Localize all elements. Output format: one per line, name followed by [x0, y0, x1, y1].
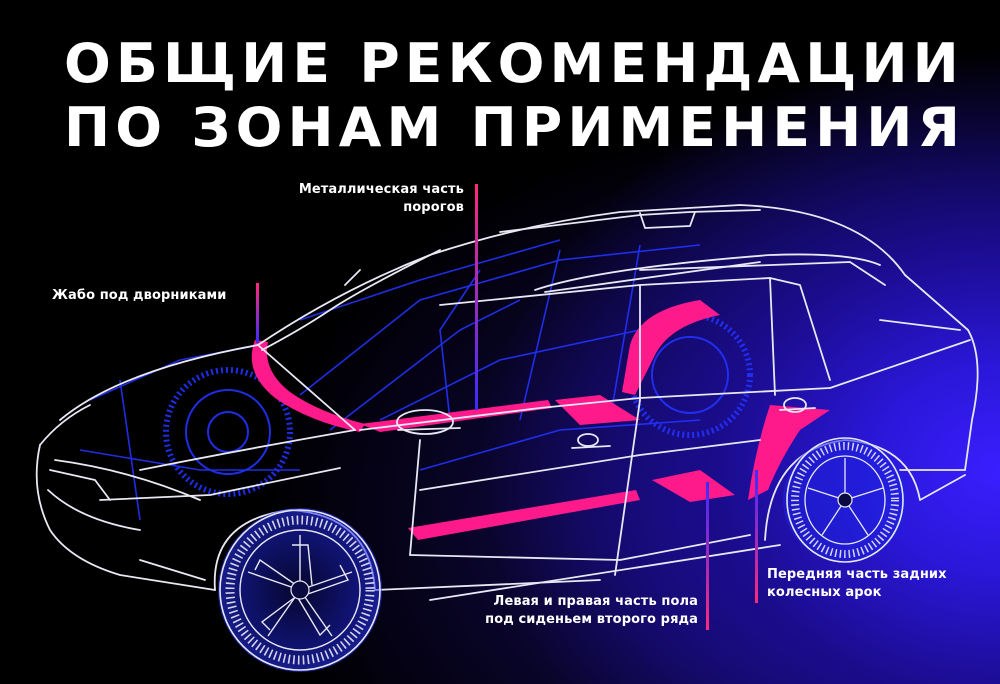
application-zones — [251, 300, 830, 540]
label-floor-second-row: Левая и правая часть пола под сиденьем в… — [485, 594, 698, 627]
rear-wheel — [783, 437, 907, 563]
leader-arches — [755, 470, 758, 603]
leader-sills — [475, 184, 478, 410]
page-title: ОБЩИЕ РЕКОМЕНДАЦИИ ПО ЗОНАМ ПРИМЕНЕНИЯ — [64, 32, 965, 160]
zone-arch-upper — [622, 300, 720, 395]
leader-jabot — [256, 283, 259, 343]
label-rear-wheel-arches: Передняя часть задних колесных арок — [767, 567, 947, 600]
zone-sill — [408, 490, 640, 540]
zone-floor-1 — [555, 395, 640, 425]
body-outline — [35, 204, 979, 601]
label-jabot: Жабо под дворниками — [52, 288, 227, 303]
leader-floor — [706, 482, 709, 630]
label-metal-sills: Металлическая часть порогов — [298, 182, 464, 215]
inner-structure — [79, 239, 753, 521]
zone-arch-lower — [748, 405, 830, 500]
front-wheel — [218, 508, 382, 672]
title-line-2: ПО ЗОНАМ ПРИМЕНЕНИЯ — [64, 96, 965, 159]
zone-floor-2 — [652, 470, 735, 502]
title-line-1: ОБЩИЕ РЕКОМЕНДАЦИИ — [64, 32, 964, 95]
